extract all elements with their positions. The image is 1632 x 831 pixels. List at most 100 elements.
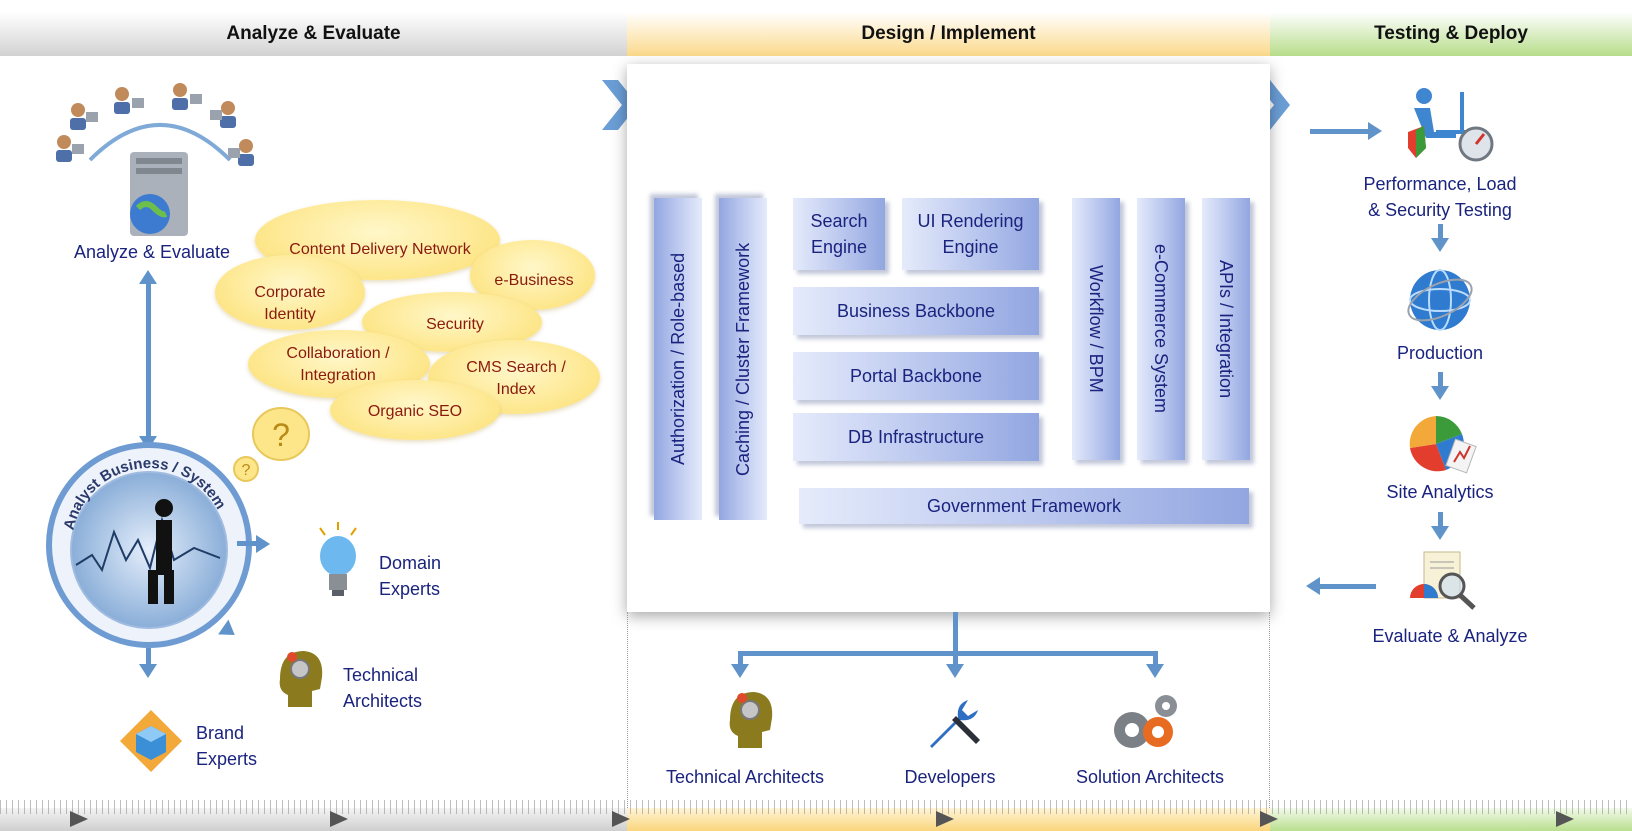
- cloud-corporate-line1: Corporate: [254, 284, 326, 301]
- timeline-ticks: [0, 800, 1632, 814]
- wrench-screwdriver-icon: [930, 700, 980, 748]
- timeline-arrow-icon: [330, 811, 348, 827]
- arrow-down-head: [1431, 238, 1449, 252]
- cloud-cms-line2: Index: [496, 381, 536, 398]
- timeline-arrow-icon: [1260, 811, 1278, 827]
- implement-roles-area: [627, 612, 1270, 808]
- server-label: Analyze & Evaluate: [73, 242, 231, 262]
- brand-experts-line2: Experts: [196, 749, 258, 769]
- users-network-icon: [56, 83, 254, 166]
- phase-analyze-label: Analyze & Evaluate: [226, 23, 401, 44]
- phase-design-label: Design / Implement: [861, 23, 1036, 44]
- module-apis: APIs / Integration: [1202, 198, 1250, 460]
- cloud-cms-line1: CMS Search /: [466, 359, 566, 376]
- arrow-line: [237, 541, 257, 546]
- phase-testing-header: Testing & Deploy: [1270, 12, 1632, 56]
- cloud-corporate-line2: Identity: [264, 306, 316, 323]
- module-authorization: Authorization / Role-based: [654, 198, 702, 520]
- role-developers-label: Developers: [904, 767, 996, 787]
- performance-line1: Performance, Load: [1363, 174, 1517, 194]
- head-gear-icon: [279, 651, 323, 707]
- lightbulb-icon: [319, 522, 357, 596]
- distribution-left-line: [738, 651, 743, 665]
- module-business-backbone: Business Backbone: [793, 287, 1039, 335]
- cloud-collaboration: Collaboration / Integration: [262, 343, 414, 387]
- globe-network-icon: [1407, 269, 1473, 331]
- server-globe-icon: [130, 152, 188, 236]
- distribution-branch-line: [738, 651, 1158, 656]
- cloud-shape: [330, 380, 500, 440]
- timeline-arrow-icon: [1556, 811, 1574, 827]
- module-workflow: Workflow / BPM: [1072, 198, 1120, 460]
- chevron-right-icon: [1254, 80, 1290, 130]
- analyst-business-system-icon: Analyst Business / System: [46, 442, 252, 648]
- module-ecommerce: e-Commerce System: [1137, 198, 1185, 460]
- question-mark-text: ?: [272, 417, 290, 453]
- brand-experts-line1: Brand: [196, 723, 245, 743]
- cloud-security: Security: [426, 316, 484, 333]
- phase-design-header: Design / Implement: [627, 12, 1270, 56]
- arrow-down-head: [1146, 664, 1164, 678]
- head-gear-icon: [729, 692, 773, 748]
- search-engine-line2: Engine: [810, 237, 868, 257]
- arrow-right-head: [1368, 122, 1382, 140]
- arrow-down-head: [946, 664, 964, 678]
- evaluate-analyze-label: Evaluate & Analyze: [1372, 626, 1528, 646]
- phase-analyze-header: Analyze & Evaluate: [0, 12, 627, 56]
- tester-workstation-icon: [1408, 88, 1494, 162]
- vertical-connector-line: [146, 282, 151, 440]
- ui-rendering-line1: UI Rendering: [917, 211, 1024, 231]
- arrow-line: [1310, 129, 1370, 134]
- module-caching: Caching / Cluster Framework: [719, 198, 767, 520]
- brand-cube-icon: [120, 710, 182, 772]
- arrow-down-head: [1431, 526, 1449, 540]
- distribution-trunk-line: [953, 612, 958, 654]
- module-db-infrastructure: DB Infrastructure: [793, 413, 1039, 461]
- arrow-line: [1438, 224, 1443, 240]
- performance-line2: & Security Testing: [1368, 200, 1512, 220]
- arrow-down-head: [1431, 386, 1449, 400]
- distribution-mid-line: [953, 651, 958, 665]
- arrow-down-head: [139, 664, 157, 678]
- domain-experts-line1: Domain: [379, 553, 442, 573]
- cloud-cdn: Content Delivery Network: [289, 241, 471, 258]
- module-portal-backbone: Portal Backbone: [793, 352, 1039, 400]
- arrow-line: [146, 648, 151, 666]
- module-government-framework: Government Framework: [799, 488, 1249, 524]
- timeline-arrow-icon: [70, 811, 88, 827]
- cloud-collab-line2: Integration: [300, 367, 376, 384]
- domain-experts-line2: Experts: [379, 579, 441, 599]
- pie-chart-icon: [1409, 416, 1477, 474]
- arrow-line: [1438, 372, 1443, 388]
- gears-icon: [1114, 695, 1177, 748]
- timeline-arrow-icon: [936, 811, 954, 827]
- left-tech-arch-line2: Architects: [343, 691, 423, 711]
- cloud-shape: [215, 255, 365, 330]
- phase-testing-label: Testing & Deploy: [1374, 23, 1528, 44]
- role-solution-architects-label: Solution Architects: [1075, 767, 1225, 787]
- report-magnifier-icon: [1410, 551, 1476, 610]
- distribution-right-line: [1153, 651, 1158, 665]
- arrow-left-head: [1306, 577, 1320, 595]
- production-label: Production: [1396, 343, 1484, 363]
- cloud-organic-seo: Organic SEO: [367, 403, 463, 420]
- svg-text:?: ?: [242, 462, 251, 479]
- search-engine-line1: Search: [810, 211, 868, 231]
- question-bubble-icon: ? ?: [233, 407, 310, 482]
- left-tech-arch-line1: Technical: [343, 665, 419, 685]
- arrow-line: [1438, 512, 1443, 528]
- arrow-line: [1318, 584, 1376, 589]
- cloud-collab-line1: Collaboration /: [286, 345, 390, 362]
- ui-rendering-line2: Engine: [942, 237, 999, 257]
- cloud-ebusiness: e-Business: [494, 272, 574, 289]
- timeline-arrow-icon: [612, 811, 630, 827]
- site-analytics-label: Site Analytics: [1386, 482, 1494, 502]
- cloud-cms-search: CMS Search / Index: [446, 357, 586, 401]
- arrow-down-head: [731, 664, 749, 678]
